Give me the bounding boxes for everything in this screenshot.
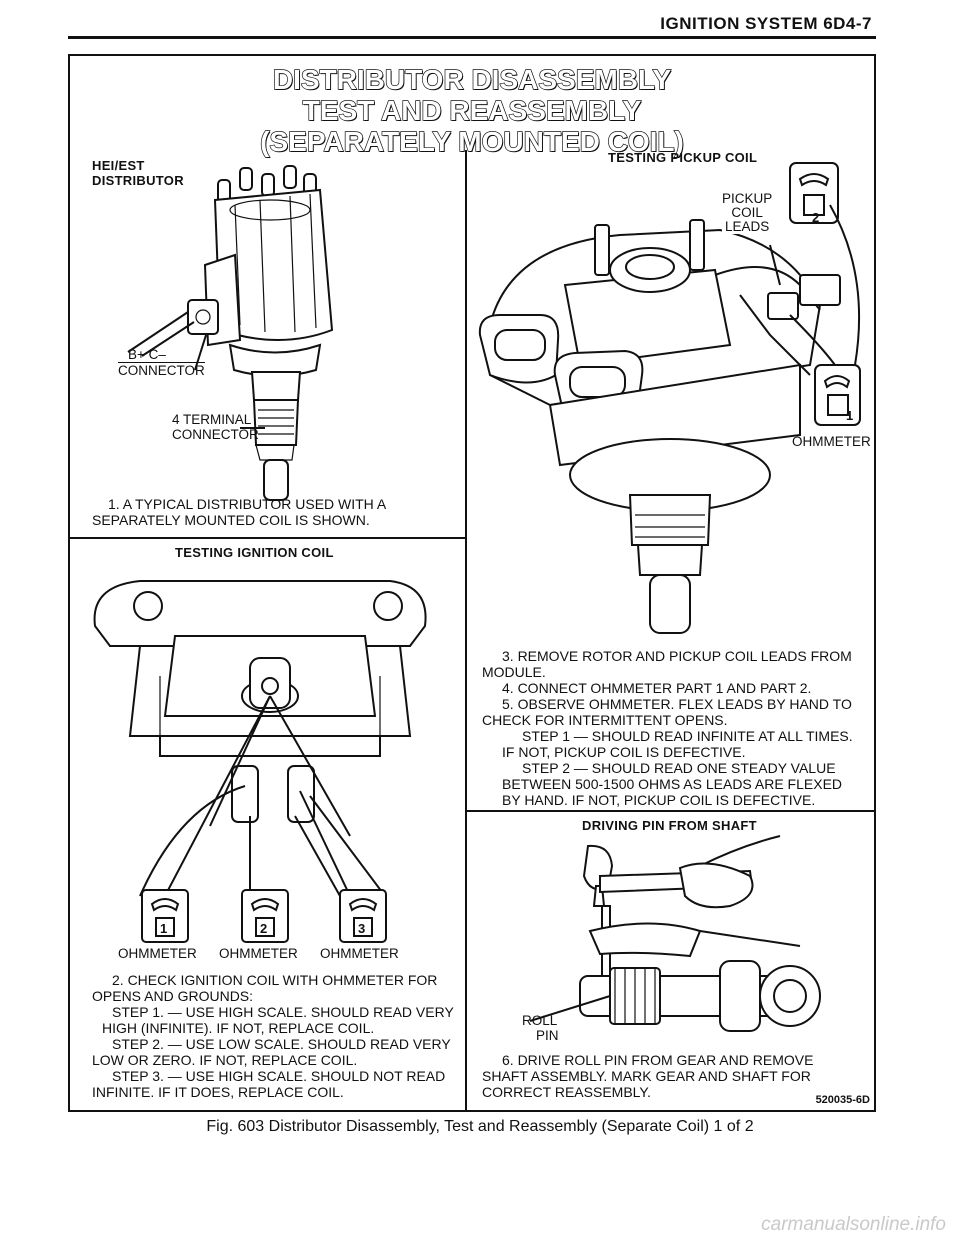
ignition-coil-heading: TESTING IGNITION COIL [175, 545, 334, 560]
step2-line4: HIGH (INFINITE). IF NOT, REPLACE COIL. [102, 1020, 375, 1036]
meter-3-number: 3 [358, 921, 366, 936]
pickup-coil-leads-label: PICKUP COIL LEADS [722, 191, 773, 234]
ignition-coil-illustration [93, 580, 427, 897]
pin-word: PIN [536, 1028, 559, 1043]
figure-panel [68, 54, 876, 1112]
pin-step-line3: CORRECT REASSEMBLY. [482, 1084, 651, 1100]
pickup-step-line7: IF NOT, PICKUP COIL IS DEFECTIVE. [502, 744, 746, 760]
step2-line6: LOW OR ZERO. IF NOT, REPLACE COIL. [92, 1052, 358, 1068]
ohmmeter-label-1: OHMMETER [118, 946, 197, 961]
four-terminal-label: 4 TERMINAL CONNECTOR [172, 412, 259, 442]
pickup-step-line5: CHECK FOR INTERMITTENT OPENS. [482, 712, 728, 728]
step2-line7: STEP 3. — USE HIGH SCALE. SHOULD NOT REA… [112, 1068, 446, 1084]
pin-step-line1: 6. DRIVE ROLL PIN FROM GEAR AND REMOVE [502, 1052, 814, 1068]
ohmmeter-label-2: OHMMETER [219, 946, 298, 961]
title-line-3: (SEPARATELY MOUNTED COIL) [259, 125, 684, 157]
header-rule [68, 36, 876, 39]
step2-line8: INFINITE. IF IT DOES, REPLACE COIL. [92, 1084, 344, 1100]
distributor-label: HEI/EST DISTRIBUTOR [92, 158, 184, 188]
terminal-line-2: CONNECTOR [172, 427, 259, 442]
bc-terminals: B+ C– [128, 347, 166, 362]
pickup-step-line10: BY HAND. IF NOT, PICKUP COIL IS DEFECTIV… [502, 792, 816, 808]
pickup-step-line3: 4. CONNECT OHMMETER PART 1 AND PART 2. [502, 680, 812, 696]
pickup-steps: 3. REMOVE ROTOR AND PICKUP COIL LEADS FR… [482, 648, 872, 808]
step2-line3: STEP 1. — USE HIGH SCALE. SHOULD READ VE… [112, 1004, 454, 1020]
figure-code: 520035-6D [815, 1094, 870, 1106]
connector-word: CONNECTOR [118, 362, 205, 378]
step1-caption: 1. A TYPICAL DISTRIBUTOR USED WITH A SEP… [92, 496, 386, 528]
roll-word: ROLL [522, 1013, 558, 1028]
hei-est-label: HEI/EST [92, 158, 145, 173]
pickup-step-line2: MODULE. [482, 664, 546, 680]
distributor-illustration [127, 165, 334, 501]
meter-2-number: 2 [260, 921, 268, 936]
pickup-word: PICKUP [722, 191, 773, 206]
driving-pin-steps: 6. DRIVE ROLL PIN FROM GEAR AND REMOVE S… [482, 1052, 872, 1100]
ohmmeter-label-3: OHMMETER [320, 946, 399, 961]
step1-line1: 1. A TYPICAL DISTRIBUTOR USED WITH A [108, 496, 387, 512]
left-divider [70, 537, 465, 539]
distributor-word: DISTRIBUTOR [92, 173, 184, 188]
step1-line2: SEPARATELY MOUNTED COIL IS SHOWN. [92, 512, 370, 528]
coil-word: COIL [731, 205, 763, 220]
watermark: carmanualsonline.info [761, 1214, 946, 1235]
pickup-step-line4: 5. OBSERVE OHMMETER. FLEX LEADS BY HAND … [502, 696, 852, 712]
right-divider [467, 810, 874, 812]
driving-pin-illustration [529, 835, 821, 1032]
step2-line5: STEP 2. — USE LOW SCALE. SHOULD READ VER… [112, 1036, 451, 1052]
roll-pin-label: ROLL PIN [522, 1013, 559, 1043]
pickup-coil-heading: TESTING PICKUP COIL [608, 150, 758, 165]
driving-pin-heading: DRIVING PIN FROM SHAFT [582, 818, 757, 833]
title-line-1: DISTRIBUTOR DISASSEMBLY [272, 63, 672, 95]
figure-title: DISTRIBUTOR DISASSEMBLY TEST AND REASSEM… [68, 63, 876, 157]
title-line-2: TEST AND REASSEMBLY [302, 94, 642, 126]
terminal-line-1: 4 TERMINAL [172, 412, 252, 427]
pickup-step-line6: STEP 1 — SHOULD READ INFINITE AT ALL TIM… [522, 728, 853, 744]
leads-word: LEADS [724, 219, 770, 234]
pickup-step-line1: 3. REMOVE ROTOR AND PICKUP COIL LEADS FR… [502, 648, 852, 664]
step2-line2: OPENS AND GROUNDS: [92, 988, 254, 1004]
vertical-divider [465, 150, 467, 1110]
step2-caption: 2. CHECK IGNITION COIL WITH OHMMETER FOR… [92, 972, 462, 1100]
pin-step-line2: SHAFT ASSEMBLY. MARK GEAR AND SHAFT FOR [482, 1068, 811, 1084]
pickup-ohmmeter-label: OHMMETER [792, 434, 871, 449]
pickup-step-line9: BETWEEN 500-1500 OHMS AS LEADS ARE FLEXE… [502, 776, 843, 792]
ohmmeter-row [141, 889, 387, 943]
section-header: IGNITION SYSTEM 6D4-7 [660, 14, 872, 33]
figure-caption: Fig. 603 Distributor Disassembly, Test a… [206, 1118, 754, 1135]
meter-1-number: 1 [160, 921, 168, 936]
ohmmeter-1 [141, 889, 189, 943]
ohmmeter-3 [339, 889, 387, 943]
pickup-meter-1-number: 1 [846, 408, 854, 423]
ohmmeter-2 [241, 889, 289, 943]
step2-line1: 2. CHECK IGNITION COIL WITH OHMMETER FOR [112, 972, 438, 988]
pickup-meter-2-number: 2 [812, 210, 820, 225]
pickup-step-line8: STEP 2 — SHOULD READ ONE STEADY VALUE [522, 760, 836, 776]
pickup-coil-illustration [478, 162, 861, 634]
bc-connector-label: B+ C– CONNECTOR [118, 347, 205, 378]
